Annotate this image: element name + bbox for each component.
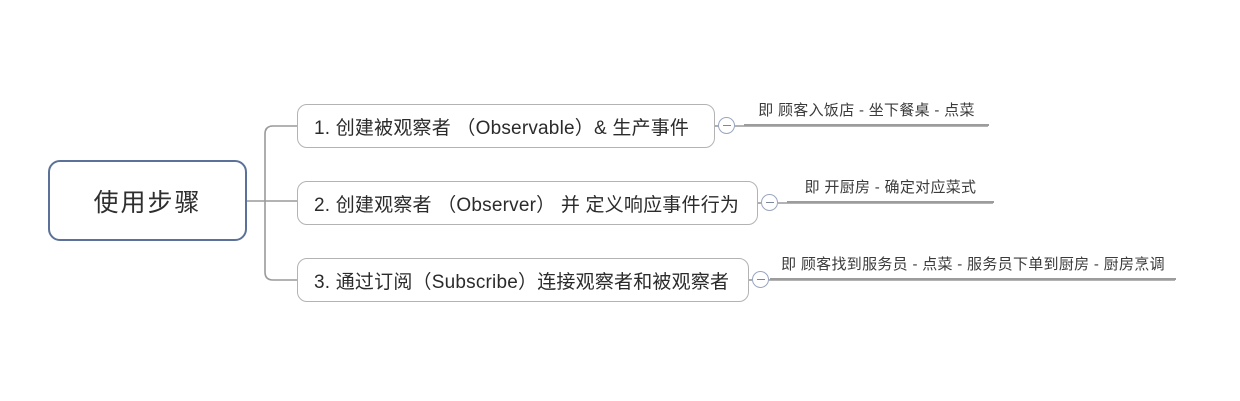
annotation-2-text: 即 开厨房 - 确定对应菜式 [804,179,977,196]
branch-node-3-label: 3. 通过订阅（Subscribe）连接观察者和被观察者 [314,271,730,293]
annotation-2-rule [787,201,994,203]
annotation-1: 即 顾客入饭店 - 坐下餐桌 - 点菜 [744,99,989,126]
minus-circle-icon[interactable] [752,271,769,288]
branch-node-1-label: 1. 创建被观察者 （Observable）& 生产事件 [314,117,690,139]
annotation-3-text: 即 顾客找到服务员 - 点菜 - 服务员下单到厨房 - 厨房烹调 [781,256,1165,273]
annotation-3-rule [770,278,1176,280]
annotation-3: 即 顾客找到服务员 - 点菜 - 服务员下单到厨房 - 厨房烹调 [770,253,1176,280]
branch-node-3[interactable]: 3. 通过订阅（Subscribe）连接观察者和被观察者 [297,258,749,302]
branch-node-2-label: 2. 创建观察者 （Observer） 并 定义响应事件行为 [314,194,740,216]
branch-node-1[interactable]: 1. 创建被观察者 （Observable）& 生产事件 [297,104,715,148]
minus-circle-icon[interactable] [761,194,778,211]
annotation-2: 即 开厨房 - 确定对应菜式 [787,176,994,203]
branch-node-2[interactable]: 2. 创建观察者 （Observer） 并 定义响应事件行为 [297,181,758,225]
minus-circle-icon[interactable] [718,117,735,134]
annotation-1-rule [744,124,989,126]
annotation-1-text: 即 顾客入饭店 - 坐下餐桌 - 点菜 [758,102,975,119]
root-node-label: 使用步骤 [93,188,202,217]
root-node[interactable]: 使用步骤 [48,160,247,241]
